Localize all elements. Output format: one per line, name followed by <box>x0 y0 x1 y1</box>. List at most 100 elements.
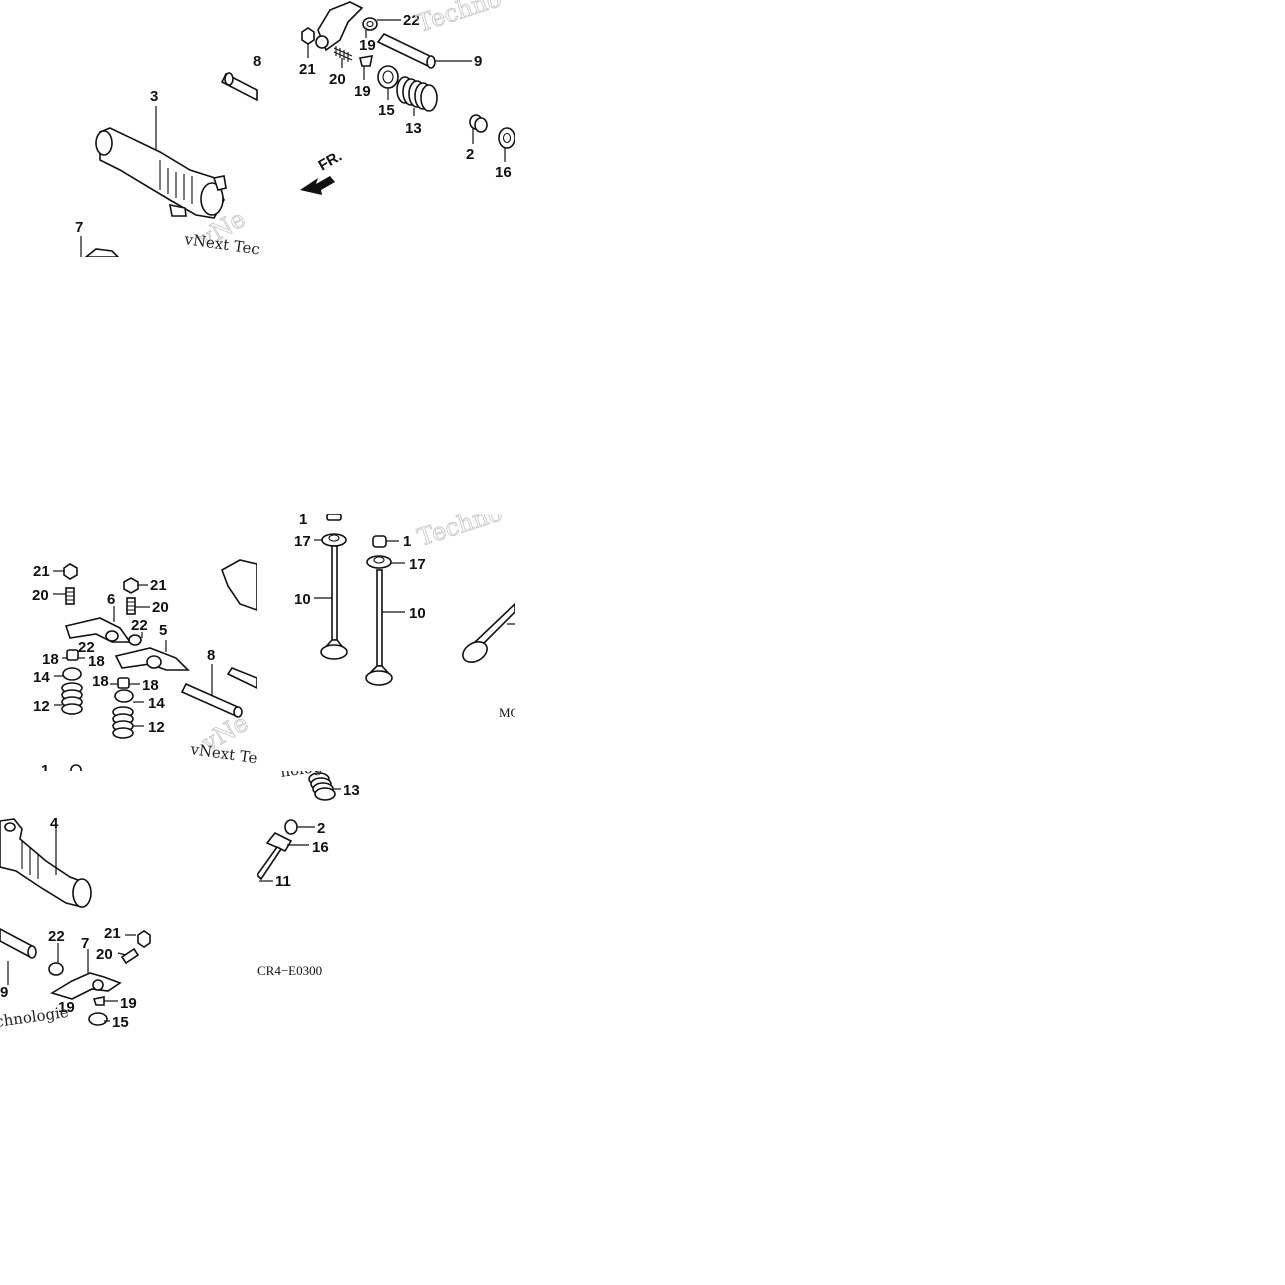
callout-18c: 18 <box>92 673 109 690</box>
callout-14b: 14 <box>148 695 165 712</box>
callout-15: 15 <box>112 1014 129 1028</box>
callout-20b: 20 <box>152 599 169 616</box>
stem-seal-2 <box>284 819 298 835</box>
adjust-nut <box>301 27 315 45</box>
adjust-screw-right <box>126 597 136 615</box>
callout-22: 22 <box>48 928 65 945</box>
callout-1b: 1 <box>403 533 411 550</box>
spring-seat-left <box>62 667 82 681</box>
callout-1: 1 <box>41 762 49 771</box>
valve-cap-right <box>372 535 387 548</box>
callout-9: 9 <box>474 53 482 70</box>
callout-21b: 21 <box>150 577 167 594</box>
rocker-shaft-8 <box>180 682 242 718</box>
callout-15: 15 <box>378 102 395 119</box>
adjust-screw-left <box>65 587 75 605</box>
adjust-nut-left <box>63 563 78 580</box>
callout-13: 13 <box>405 120 422 137</box>
rocker-7-partial <box>84 248 120 257</box>
rocker-shaft <box>376 32 436 68</box>
callout-8: 8 <box>253 53 261 70</box>
callout-7: 7 <box>81 935 89 952</box>
diagram-tile-b: 21 20 21 20 6 22 5 22 18 18 14 18 18 8 1… <box>0 514 257 771</box>
callout-18: 18 <box>42 651 59 668</box>
spring-retainer-right <box>366 555 392 569</box>
valve-cotter <box>92 996 105 1006</box>
watermark-bottom: chnologie <box>0 1003 70 1028</box>
valve-cap-partial <box>326 514 342 521</box>
valve-left <box>320 545 348 660</box>
callout-17b: 17 <box>409 556 426 573</box>
adjust-screw-20 <box>120 947 140 965</box>
camshaft <box>95 127 227 219</box>
washer-22 <box>128 634 142 646</box>
diagram-code: CR4−E0300 <box>257 963 322 978</box>
callout-20: 20 <box>96 946 113 963</box>
callout-19b: 19 <box>354 83 371 100</box>
callout-22b: 22 <box>131 617 148 634</box>
spring-seat-right <box>114 689 134 703</box>
callout-8: 8 <box>207 647 215 664</box>
callout-4: 4 <box>50 815 59 832</box>
diagram-tile-d: 4 22 7 21 20 19 19 15 9 chnologie <box>0 771 257 1028</box>
callout-19b: 19 <box>120 995 137 1012</box>
washer <box>362 17 378 31</box>
tile-e-drawing: 13 2 16 11 CR4−E0300 nologie <box>257 771 360 978</box>
diagram-tile-c: 1 17 1 17 10 10 MC Techno <box>257 514 515 771</box>
valve-spring-13 <box>308 772 336 801</box>
rocker-arm-7 <box>50 972 122 1000</box>
callout-12b: 12 <box>148 719 165 736</box>
rocker-arm-hole <box>315 35 329 49</box>
callout-11: 11 <box>275 873 291 890</box>
callout-21: 21 <box>104 925 121 942</box>
callout-7: 7 <box>75 219 83 236</box>
diagram-tile-a: 22 19 9 21 20 19 15 13 2 16 3 7 8 FR. Te… <box>0 0 515 257</box>
valve-right <box>365 569 393 686</box>
valve-spring-left <box>61 682 83 715</box>
callout-13: 13 <box>343 782 360 799</box>
valve-partial <box>462 602 515 663</box>
front-direction-arrow <box>300 176 335 195</box>
camshaft-4 <box>0 818 92 908</box>
valve-cap-right <box>117 677 130 689</box>
callout-16: 16 <box>312 839 329 856</box>
shaft-partial-right <box>226 667 257 689</box>
callout-3: 3 <box>150 88 158 105</box>
adjust-screw <box>333 46 353 62</box>
callout-18d: 18 <box>142 677 159 694</box>
callout-10b: 10 <box>409 605 426 622</box>
callout-20: 20 <box>329 71 346 88</box>
front-arrow-label: FR. <box>316 148 345 175</box>
diagram-tile-e: 13 2 16 11 CR4−E0300 nologie <box>257 771 387 991</box>
callout-14: 14 <box>33 669 50 686</box>
rocker-arm-6 <box>64 617 132 643</box>
spring-retainer-left <box>321 533 347 547</box>
seal-partial <box>70 764 82 771</box>
watermark-text: vNext Tec <box>188 740 257 769</box>
tile-d-drawing: 4 22 7 21 20 19 19 15 9 chnologie <box>0 815 151 1028</box>
callout-5: 5 <box>159 622 167 639</box>
washer-22 <box>48 962 64 976</box>
callout-16: 16 <box>495 164 512 181</box>
callout-12: 12 <box>33 698 50 715</box>
stem-seal <box>469 114 488 133</box>
callout-22: 22 <box>403 12 420 29</box>
callout-6: 6 <box>107 591 115 608</box>
callout-2: 2 <box>317 820 325 837</box>
callout-1: 1 <box>299 514 307 528</box>
callout-9: 9 <box>0 984 8 1001</box>
callout-21: 21 <box>33 563 50 580</box>
callout-20: 20 <box>32 587 49 604</box>
camshaft-partial <box>221 559 257 611</box>
rocker-arm <box>317 1 364 52</box>
callout-10: 10 <box>294 591 311 608</box>
watermark-top: Techno <box>414 514 506 552</box>
callout-22: 22 <box>78 639 95 656</box>
valve-spring <box>396 76 438 112</box>
valve-cotter <box>359 55 374 67</box>
watermark-top: Techno <box>413 0 505 38</box>
tile-a-drawing: 22 19 9 21 20 19 15 13 2 16 3 7 8 FR. Te… <box>75 0 515 257</box>
callout-21: 21 <box>299 61 316 78</box>
tile-c-drawing: 1 17 1 17 10 10 MC Techno <box>294 514 515 720</box>
valve-spring-right <box>112 706 134 739</box>
